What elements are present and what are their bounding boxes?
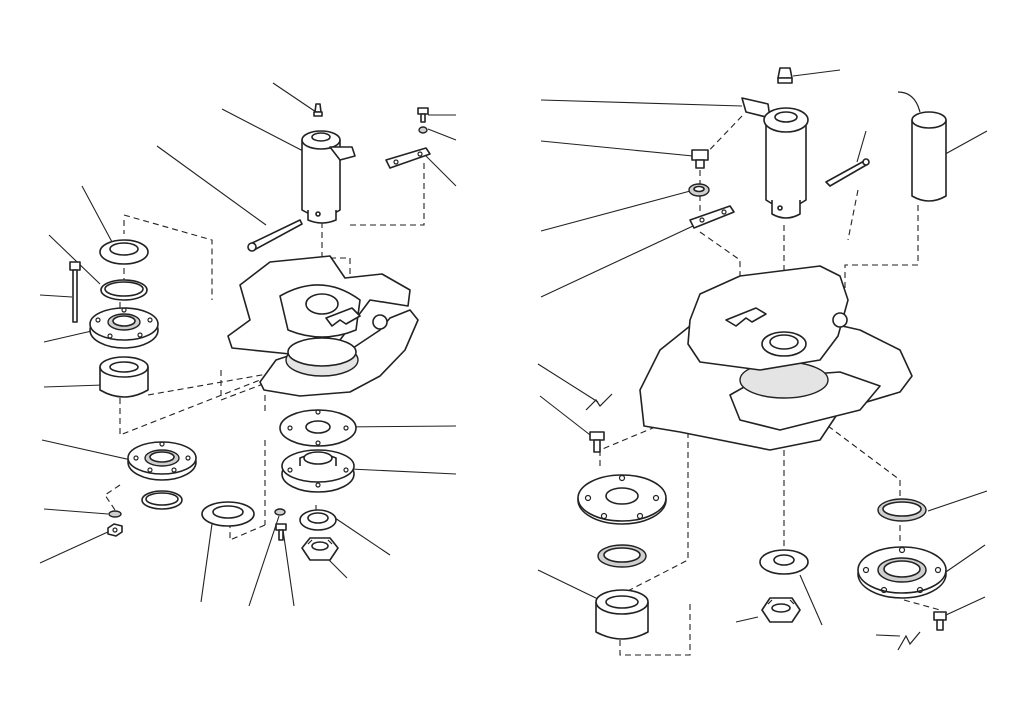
bolt-right-top [691,149,709,169]
right-exploded-view [537,67,988,656]
hub-flange-right [281,449,355,493]
flange-plate-right-view [577,474,667,525]
bearing-right-view [595,589,649,640]
left-leader-lines [39,82,457,607]
washer-right-top [688,183,710,197]
washer-nut-bottom-left [107,510,123,537]
bearing-left [99,356,149,398]
oring-left [100,279,148,301]
cotter-pin-left [247,219,303,252]
flange-plate-right [279,409,357,447]
lock-plate-left [385,147,431,169]
large-washer-bottom [201,501,255,527]
weld-symbol-right-bottom [897,631,921,651]
left-exploded-view [39,82,457,607]
grease-nipple-right [777,67,793,84]
grease-tube-right [897,91,947,202]
knuckle-casting-left [227,255,419,397]
washer-right-bottom [759,549,809,575]
grease-nipple-left [313,103,323,117]
flange-housing-left [89,307,159,349]
seal-right-view [597,544,647,568]
spindle-right [741,97,809,219]
bolt-bottom-middle [274,508,287,541]
right-leader-lines [537,69,988,637]
knuckle-casting-right [639,265,913,451]
bearing-flange-right [857,546,947,599]
bearing-flange-bottom-left [127,441,197,481]
lock-plate-right [689,205,735,229]
castle-nut-right [761,597,801,623]
bolt-small-top [417,107,429,134]
oring-bottom-left [141,490,183,510]
spindle-left [301,130,356,224]
seal-ring-right [877,498,927,522]
weld-symbol-right-top [585,393,613,411]
castle-nut-left [301,537,339,561]
cotter-pin-right [825,158,870,187]
bolt-right-mid [589,431,605,453]
washer-bottom-right [299,509,337,531]
washer-top-left [99,239,149,265]
long-bolt-left [69,261,81,323]
bolt-right-bottom [933,611,947,631]
